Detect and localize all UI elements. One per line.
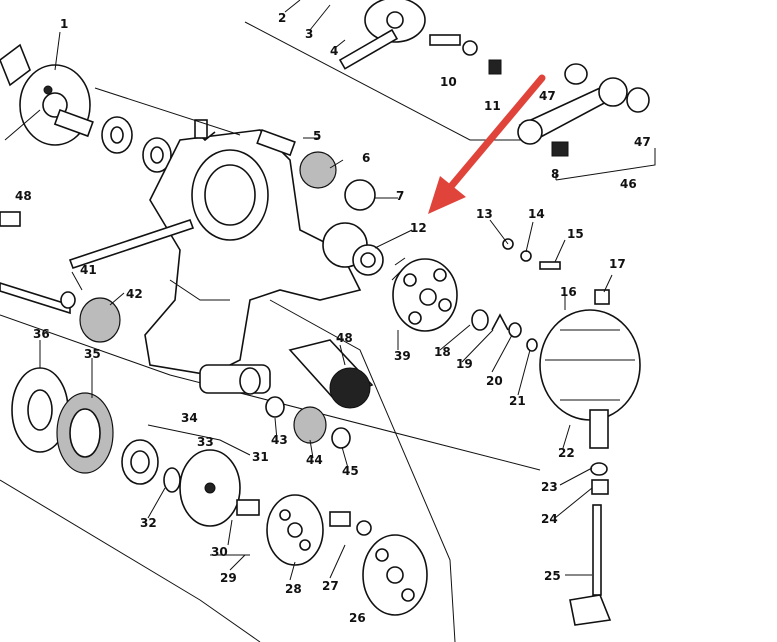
guide-line-right xyxy=(269,299,456,642)
callout-48-right: 48 xyxy=(336,331,353,345)
callout-27: 27 xyxy=(322,579,339,593)
clutch-drum-26 xyxy=(362,534,428,616)
callout-36: 36 xyxy=(33,327,50,341)
callout-32: 32 xyxy=(140,516,157,530)
callout-5: 5 xyxy=(313,129,321,143)
callout-46: 46 xyxy=(620,177,637,191)
clutch-cover-16 xyxy=(539,289,641,449)
plate-35 xyxy=(56,392,114,474)
callout-2: 2 xyxy=(278,11,286,25)
callout-12: 12 xyxy=(410,221,427,235)
callout-11: 11 xyxy=(484,99,501,113)
guide-line-lower xyxy=(0,479,261,642)
crankshaft-left xyxy=(0,43,94,146)
callout-28: 28 xyxy=(285,582,302,596)
callout-45: 45 xyxy=(342,464,359,478)
gear-42 xyxy=(79,297,121,343)
crankshaft-top xyxy=(338,0,502,75)
seal-12 xyxy=(322,222,384,276)
callout-41: 41 xyxy=(80,263,97,277)
callout-30: 30 xyxy=(211,545,228,559)
connecting-rod xyxy=(517,63,656,181)
callout-3: 3 xyxy=(305,27,313,41)
disc-31 xyxy=(179,449,241,527)
clutch-plate-36 xyxy=(11,367,69,453)
bush-30 xyxy=(236,499,260,516)
callout-16: 16 xyxy=(560,285,577,299)
gear-cluster-33 xyxy=(121,439,159,485)
callout-48-left: 48 xyxy=(15,189,32,203)
callout-13: 13 xyxy=(476,207,493,221)
gear-shaft-48 xyxy=(288,339,374,409)
callout-44: 44 xyxy=(306,453,323,467)
callout-20: 20 xyxy=(486,374,503,388)
callout-23: 23 xyxy=(541,480,558,494)
callout-42: 42 xyxy=(126,287,143,301)
bush-44 xyxy=(293,406,327,444)
callout-25: 25 xyxy=(544,569,561,583)
washer-43 xyxy=(265,396,285,418)
callout-22: 22 xyxy=(558,446,575,460)
callout-4: 4 xyxy=(330,44,338,58)
pin-5 xyxy=(256,128,296,157)
red-arrow xyxy=(428,74,546,214)
callout-33: 33 xyxy=(197,435,214,449)
callout-8: 8 xyxy=(551,167,559,181)
callout-14: 14 xyxy=(528,207,545,221)
guide-line-middle xyxy=(0,314,541,471)
washer-14 xyxy=(520,250,532,262)
guide-line-top xyxy=(244,21,530,141)
engine-case xyxy=(144,119,362,395)
shaft-long xyxy=(0,218,195,315)
washer-32 xyxy=(163,467,181,493)
callout-34: 34 xyxy=(181,411,198,425)
callout-35: 35 xyxy=(84,347,101,361)
callout-29: 29 xyxy=(220,571,237,585)
callout-43: 43 xyxy=(271,433,288,447)
callout-1: 1 xyxy=(60,17,68,31)
washer-18 xyxy=(471,309,489,331)
callout-39: 39 xyxy=(394,349,411,363)
callout-7: 7 xyxy=(396,189,404,203)
key-21 xyxy=(526,338,538,352)
callout-31: 31 xyxy=(252,450,269,464)
pressure-plate-28 xyxy=(266,494,324,566)
callout-10: 10 xyxy=(440,75,457,89)
spring-27 xyxy=(329,511,372,536)
spacer-48-left xyxy=(0,211,21,227)
callout-18: 18 xyxy=(434,345,451,359)
circlip-19 xyxy=(491,313,509,331)
callout-19: 19 xyxy=(456,357,473,371)
callout-15: 15 xyxy=(567,227,584,241)
spring-23-24 xyxy=(590,462,609,495)
callout-47a: 47 xyxy=(539,89,556,103)
bearing-left xyxy=(101,116,172,173)
nut-20 xyxy=(508,322,522,338)
bush-6 xyxy=(299,151,337,189)
callout-21: 21 xyxy=(509,394,526,408)
callout-17: 17 xyxy=(609,257,626,271)
washer-45 xyxy=(331,427,351,449)
callout-47b: 47 xyxy=(634,135,651,149)
callout-24: 24 xyxy=(541,512,558,526)
seal-7 xyxy=(344,179,376,211)
callout-26: 26 xyxy=(349,611,366,625)
kickstart-shaft-25 xyxy=(569,504,612,626)
clutch-drum-39 xyxy=(391,257,458,332)
callout-6: 6 xyxy=(362,151,370,165)
bolt-15 xyxy=(539,261,561,270)
